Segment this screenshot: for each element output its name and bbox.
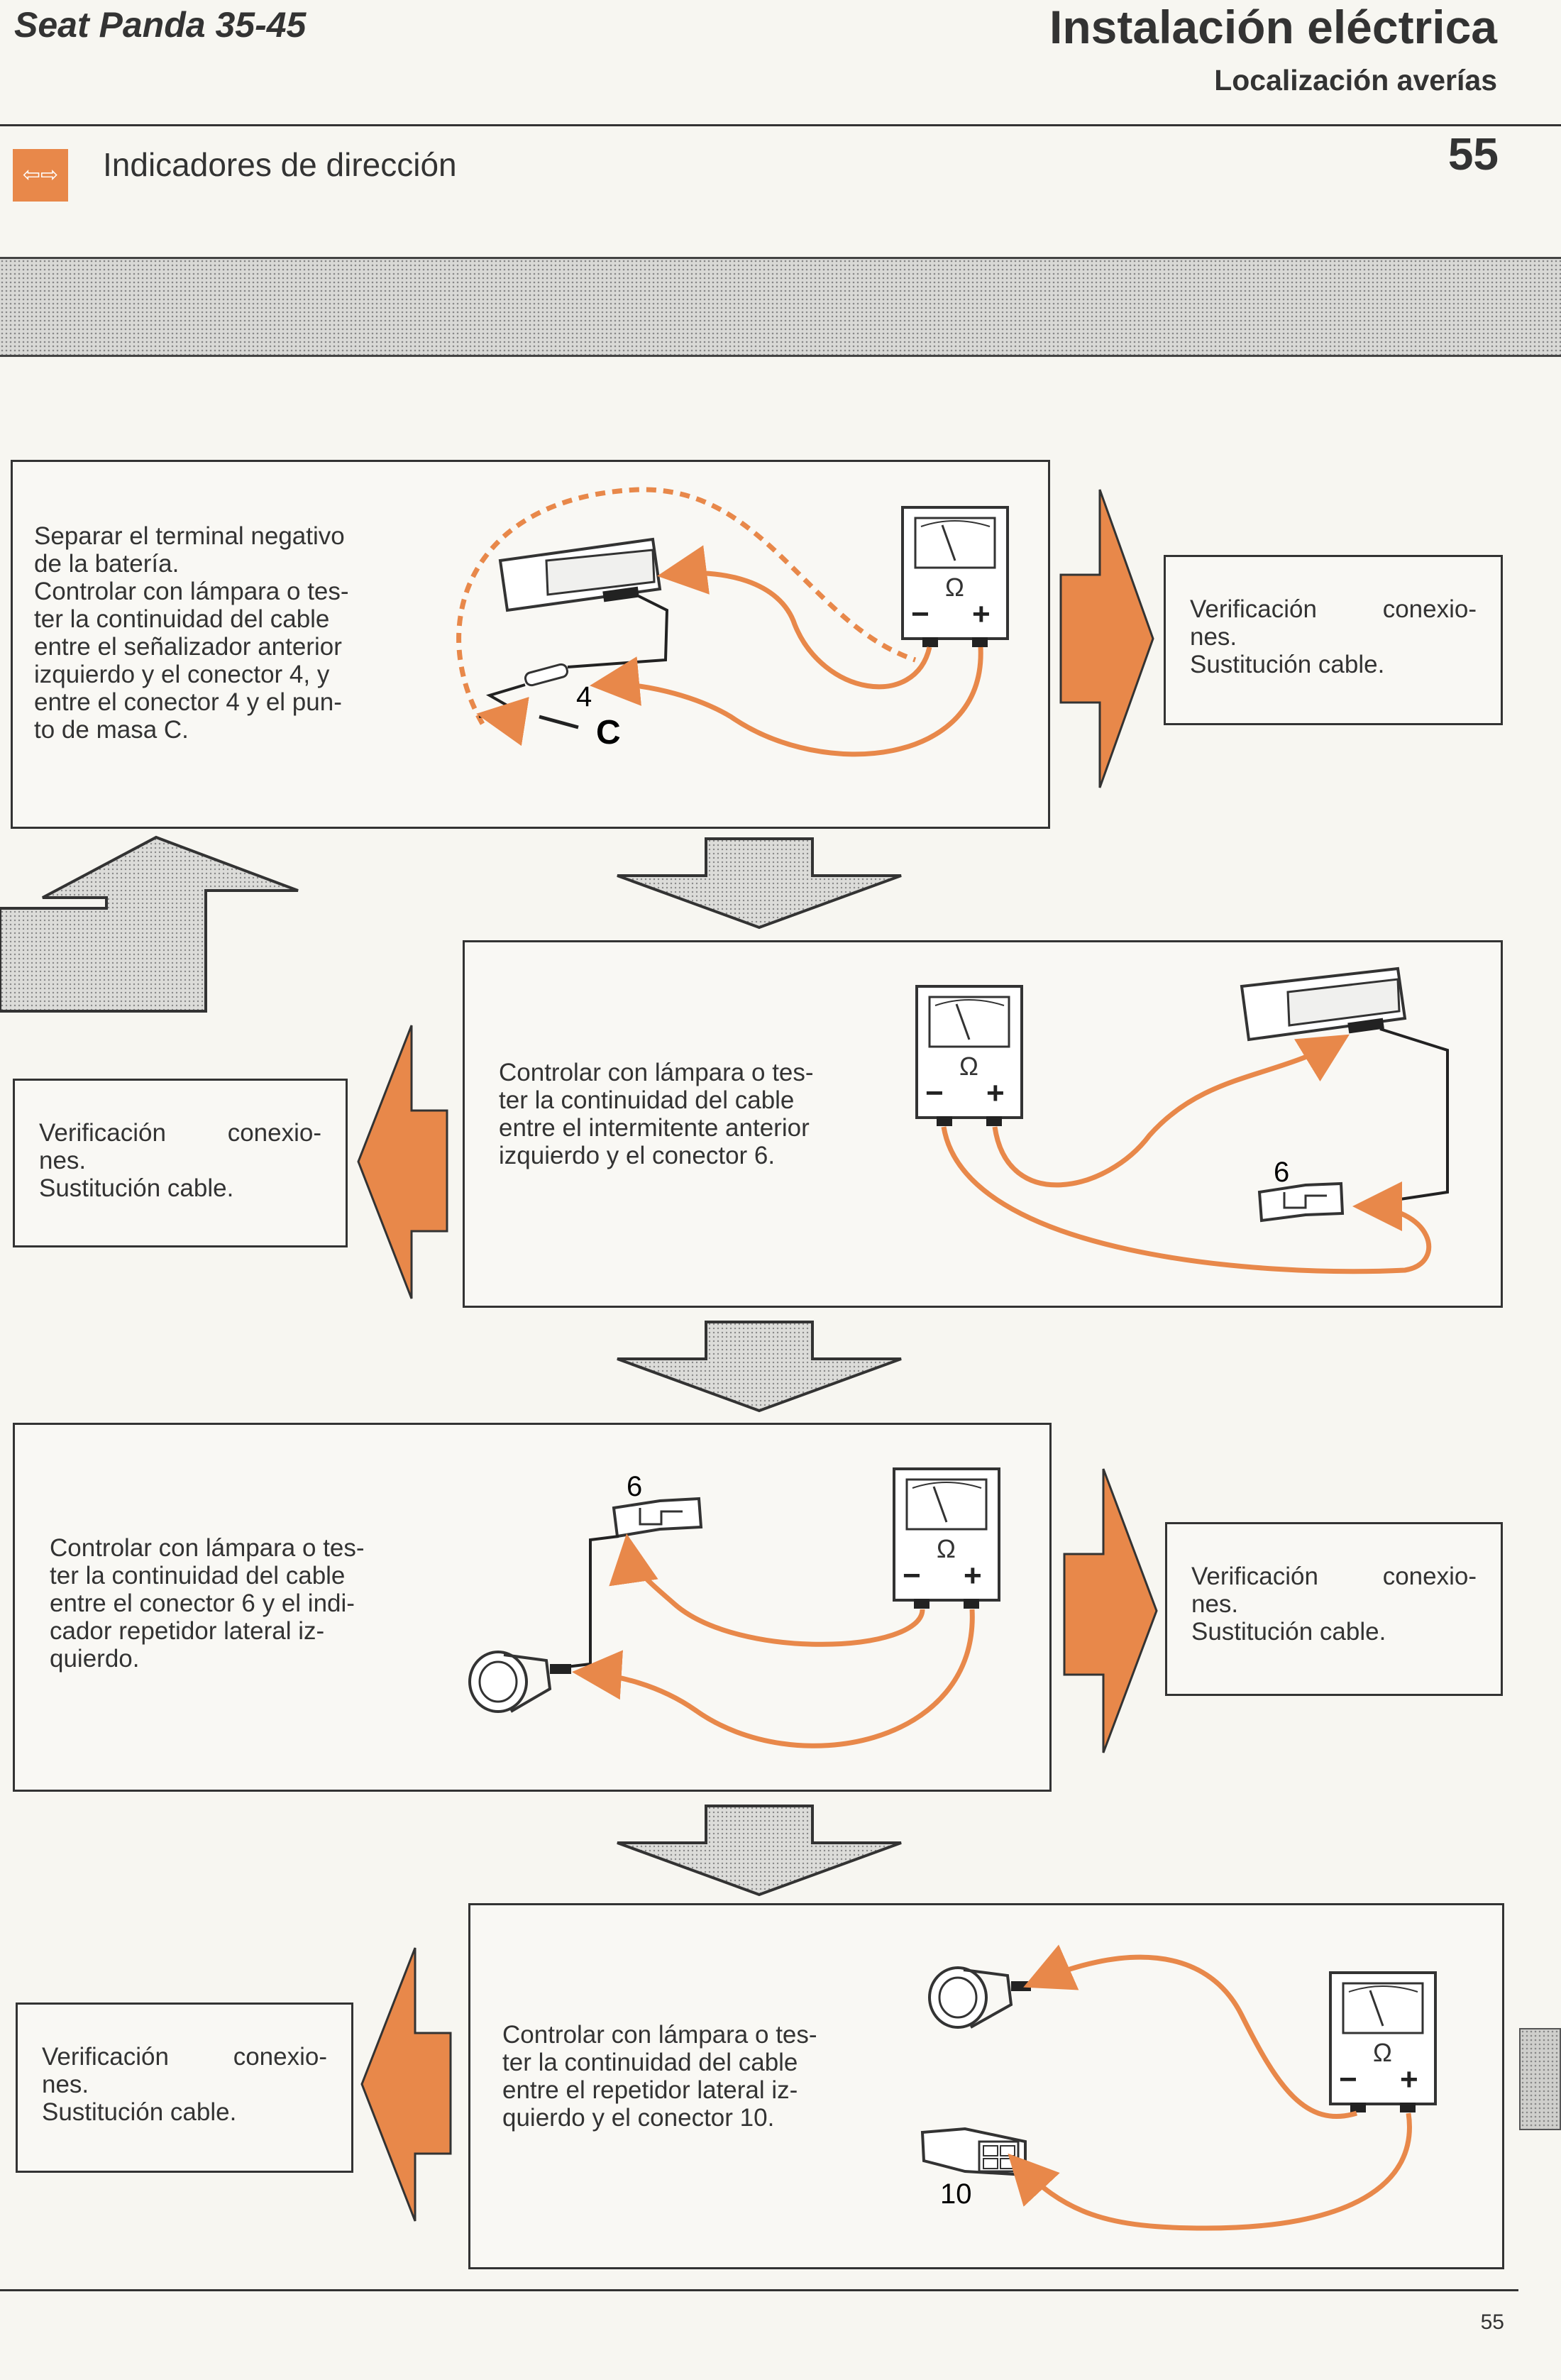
- meter-plus: +: [986, 1076, 1005, 1111]
- down-arrow-3: [617, 1805, 902, 1897]
- step-3-diagram: 6 Ω − +: [468, 1467, 1000, 1748]
- ohm-symbol: Ω: [945, 573, 964, 602]
- step-3-fail-arrow: [1063, 1468, 1158, 1753]
- front-indicator-icon: [1240, 966, 1407, 1042]
- verify-line: nes.: [1190, 623, 1237, 651]
- footer-page-number: 55: [1480, 2310, 1504, 2334]
- ohm-symbol: Ω: [937, 1534, 956, 1563]
- meter-minus: −: [925, 1076, 944, 1111]
- label-6: 6: [627, 1471, 642, 1502]
- ohm-symbol: Ω: [1373, 2038, 1392, 2067]
- step-4-description: Controlar con lámpara o tes- ter la cont…: [502, 2021, 871, 2132]
- front-indicator-icon: [498, 537, 662, 612]
- desc-line: Controlar con lámpara o tes-: [499, 1059, 814, 1086]
- step-1-fail-arrow: [1059, 489, 1154, 788]
- desc-line: ter la continuidad del cable: [499, 1086, 795, 1114]
- desc-line: entre el conector 4 y el pun-: [34, 688, 342, 716]
- step-2-verify-box: Verificación conexio- nes. Sustitución c…: [13, 1079, 348, 1247]
- verify-line: nes.: [1191, 1590, 1239, 1618]
- step-2-description: Controlar con lámpara o tes- ter la cont…: [499, 1059, 868, 1169]
- return-arrow: [0, 835, 299, 1013]
- desc-line: izquierdo y el conector 6.: [499, 1142, 776, 1169]
- book-title: Seat Panda 35-45: [14, 5, 307, 45]
- meter-minus: −: [1339, 2062, 1357, 2097]
- verify-line: Verificación conexio-: [42, 2043, 327, 2071]
- desc-line: Controlar con lámpara o tes-: [34, 578, 349, 605]
- connector-10-icon: [920, 2127, 1027, 2177]
- desc-line: Separar el terminal negativo: [34, 522, 345, 550]
- step-3-box: [13, 1423, 1052, 1792]
- step-4-diagram: 10 Ω − +: [920, 1944, 1437, 2231]
- meter-minus: −: [903, 1558, 921, 1593]
- ohmmeter-icon: Ω − +: [915, 985, 1023, 1126]
- section-title: Indicadores de dirección: [103, 146, 457, 183]
- connector-6-icon: [612, 1497, 703, 1538]
- ohmmeter-icon: Ω − +: [893, 1467, 1000, 1609]
- desc-line: entre el conector 6 y el indi-: [50, 1590, 355, 1617]
- desc-line: entre el intermitente anterior: [499, 1114, 810, 1142]
- verify-line: Sustitución cable.: [1191, 1618, 1386, 1646]
- verify-line: Sustitución cable.: [39, 1174, 234, 1202]
- verify-line: nes.: [42, 2071, 89, 2098]
- verify-line: Sustitución cable.: [1190, 651, 1385, 678]
- step-2-diagram: Ω − + 6: [915, 966, 1449, 1274]
- down-arrow-2: [617, 1321, 902, 1413]
- desc-line: Controlar con lámpara o tes-: [50, 1534, 365, 1562]
- connector-4-icon: [524, 663, 569, 687]
- meter-minus: −: [911, 597, 930, 632]
- side-repeater-icon: [928, 1966, 1031, 2029]
- meter-plus: +: [964, 1558, 982, 1593]
- step-1-description: Separar el terminal negativo de la bater…: [34, 522, 403, 744]
- desc-line: entre el repetidor lateral iz-: [502, 2076, 798, 2104]
- verify-line: Verificación conexio-: [39, 1119, 321, 1147]
- verify-line: Verificación conexio-: [1191, 1563, 1477, 1590]
- label-4: 4: [576, 681, 592, 712]
- meter-plus: +: [1400, 2062, 1418, 2097]
- desc-line: quierdo y el conector 10.: [502, 2104, 775, 2132]
- ohm-symbol: Ω: [959, 1052, 978, 1081]
- step-3-description: Controlar con lámpara o tes- ter la cont…: [50, 1534, 419, 1673]
- verify-line: Sustitución cable.: [42, 2098, 237, 2126]
- desc-line: Controlar con lámpara o tes-: [502, 2021, 817, 2049]
- connector-6-icon: [1257, 1181, 1345, 1223]
- label-10: 10: [940, 2178, 972, 2210]
- desc-line: to de masa C.: [34, 716, 189, 744]
- verify-line: Verificación conexio-: [1190, 595, 1477, 623]
- desc-line: quierdo.: [50, 1645, 140, 1673]
- header-rule: [0, 124, 1561, 126]
- step-1-verify-box: Verificación conexio- nes. Sustitución c…: [1164, 555, 1503, 725]
- step-1-box: [11, 460, 1050, 829]
- meter-plus: +: [972, 597, 991, 632]
- step-2-fail-arrow: [357, 1025, 448, 1299]
- ohmmeter-icon: Ω − +: [1329, 1971, 1437, 2112]
- page-number: 55: [1447, 128, 1499, 180]
- ohmmeter-icon: Ω − +: [901, 506, 1009, 647]
- arrows-left-right-icon: ⇦⇨: [13, 149, 68, 202]
- desc-line: ter la continuidad del cable: [50, 1562, 346, 1590]
- desc-line: de la batería.: [34, 550, 180, 578]
- down-arrow-1: [617, 837, 902, 930]
- desc-line: cador repetidor lateral iz-: [50, 1617, 325, 1645]
- verify-line: nes.: [39, 1147, 87, 1174]
- label-6: 6: [1274, 1157, 1289, 1188]
- step-4-verify-box: Verificación conexio- nes. Sustitución c…: [16, 2002, 353, 2173]
- chapter-thumb-tab: [1519, 2028, 1561, 2130]
- subchapter-title: Localización averías: [1214, 64, 1497, 97]
- desc-line: ter la continuidad del cable: [34, 605, 330, 633]
- footer-rule: [0, 2289, 1518, 2291]
- desc-line: ter la continuidad del cable: [502, 2049, 798, 2076]
- label-c: C: [596, 714, 621, 751]
- step-3-verify-box: Verificación conexio- nes. Sustitución c…: [1165, 1522, 1503, 1696]
- desc-line: izquierdo y el conector 4, y: [34, 661, 330, 688]
- section-band: [0, 257, 1561, 357]
- chapter-title: Instalación eléctrica: [1049, 1, 1497, 53]
- step-1-diagram: 4 C Ω − +: [456, 487, 1009, 757]
- desc-line: entre el señalizador anterior: [34, 633, 342, 661]
- dashed-test-lead: [456, 487, 917, 725]
- side-repeater-icon: [468, 1651, 571, 1713]
- step-4-fail-arrow: [360, 1947, 452, 2222]
